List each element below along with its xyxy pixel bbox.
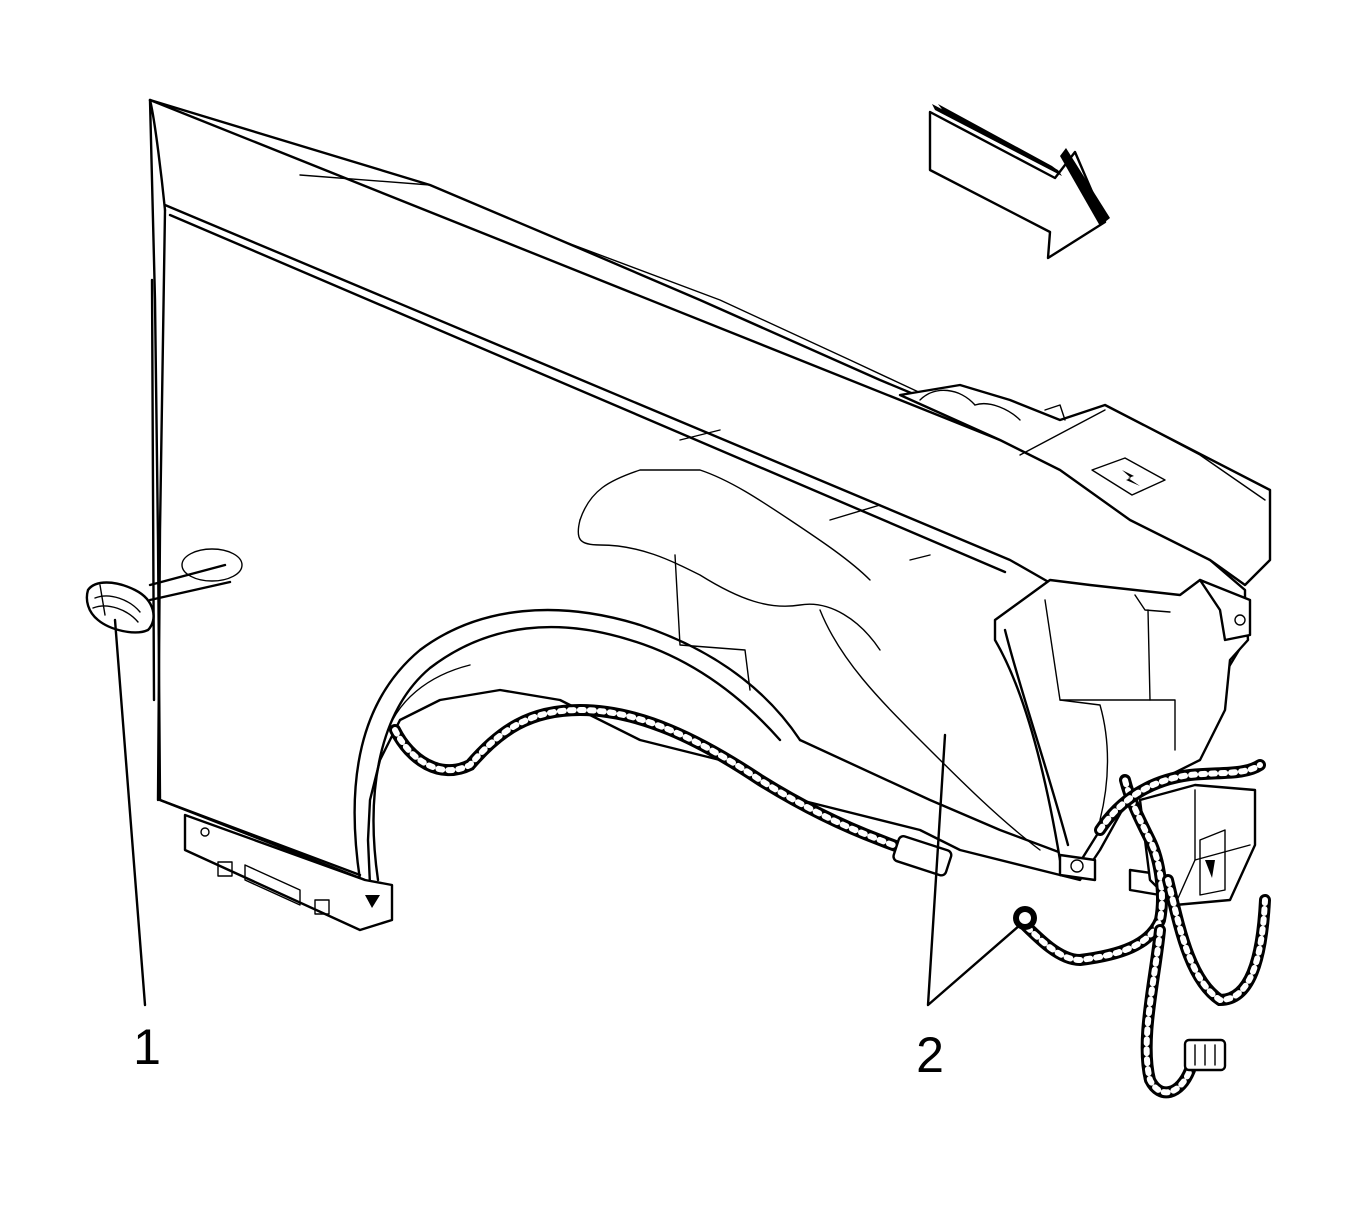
callout-2: 2	[916, 1027, 944, 1083]
wiring-harness	[389, 703, 953, 877]
side-marker-lamp	[85, 548, 243, 634]
leader-lines	[113, 618, 1022, 1007]
front-harness	[1013, 759, 1271, 1099]
electrical-warning-icon	[1091, 457, 1166, 496]
callout-1: 1	[133, 1019, 161, 1075]
leader-line-1	[113, 618, 147, 1007]
front-structure	[898, 383, 1272, 907]
grommet	[1013, 906, 1037, 930]
wheel-arch	[353, 608, 1082, 882]
inner-shield	[577, 429, 1041, 851]
leader-line-2	[926, 733, 1022, 1007]
direction-arrow-icon	[928, 104, 1110, 260]
lower-bracket	[183, 813, 394, 932]
